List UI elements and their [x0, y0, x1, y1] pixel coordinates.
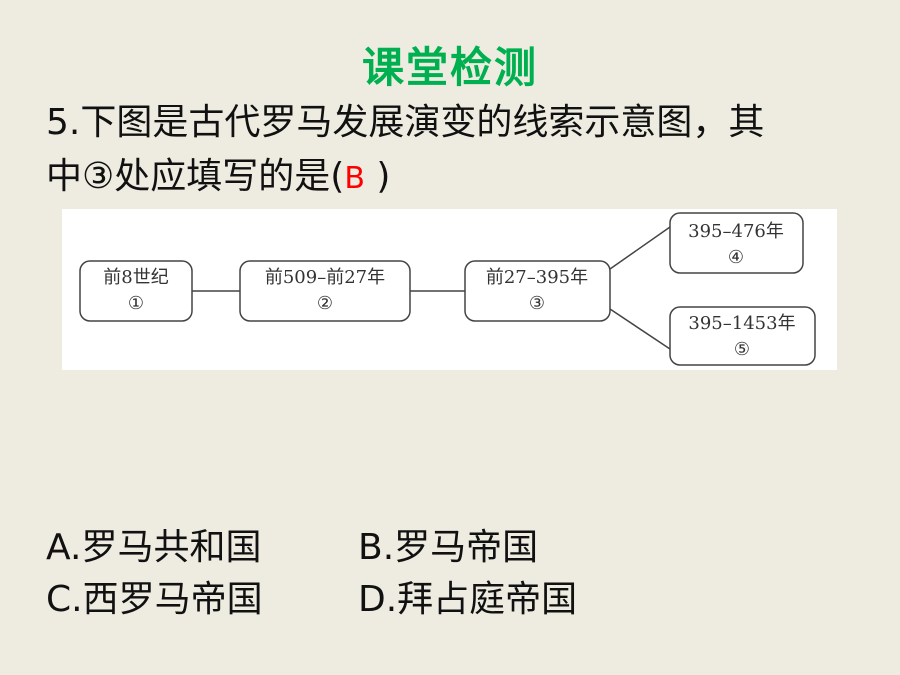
question-line-2-prefix: 中③处应填写的是( [46, 156, 345, 197]
node-3-marker: ③ [529, 293, 545, 314]
node-1-marker: ① [128, 293, 144, 314]
option-d[interactable]: D.拜占庭帝国 [358, 579, 578, 620]
timeline-node-2: 前509–前27年 ② [239, 260, 411, 322]
node-5-label: 395–1453年 [688, 313, 795, 334]
question-line-2: 中③处应填写的是(B ) [46, 150, 866, 206]
connector-3-4 [609, 226, 671, 270]
node-4-marker: ④ [728, 247, 744, 268]
timeline-node-4: 395–476年 ④ [669, 212, 804, 274]
slide-title: 课堂检测 [361, 43, 538, 92]
option-c[interactable]: C.西罗马帝国 [46, 579, 263, 620]
question-line-1: 5.下图是古代罗马发展演变的线索示意图，其 [46, 102, 765, 143]
option-a[interactable]: A.罗马共和国 [46, 527, 262, 568]
node-2-label: 前509–前27年 [265, 267, 385, 288]
question-line-2-suffix: ) [364, 156, 391, 197]
connector-3-5 [609, 308, 671, 350]
options-row-1: A.罗马共和国 B.罗马帝国 [46, 522, 866, 574]
node-3-label: 前27–395年 [486, 267, 588, 288]
node-5-marker: ⑤ [734, 339, 750, 360]
timeline-node-3: 前27–395年 ③ [464, 260, 611, 322]
option-b[interactable]: B.罗马帝国 [358, 527, 539, 568]
timeline-svg: 前8世纪 ① 前509–前27年 ② 前27–395年 ③ 395–476年 ④… [79, 212, 816, 366]
node-2-marker: ② [317, 293, 333, 314]
node-1-label: 前8世纪 [103, 267, 168, 288]
timeline-node-1: 前8世纪 ① [79, 260, 193, 322]
answer-mark: B [344, 161, 365, 196]
answer-options: A.罗马共和国 B.罗马帝国 C.西罗马帝国 D.拜占庭帝国 [46, 522, 866, 626]
node-4-label: 395–476年 [688, 221, 784, 242]
options-row-2: C.西罗马帝国 D.拜占庭帝国 [46, 574, 866, 626]
timeline-node-5: 395–1453年 ⑤ [669, 306, 816, 366]
question-text: 5.下图是古代罗马发展演变的线索示意图，其 中③处应填写的是(B ) [46, 96, 866, 206]
timeline-diagram: 前8世纪 ① 前509–前27年 ② 前27–395年 ③ 395–476年 ④… [62, 209, 837, 370]
